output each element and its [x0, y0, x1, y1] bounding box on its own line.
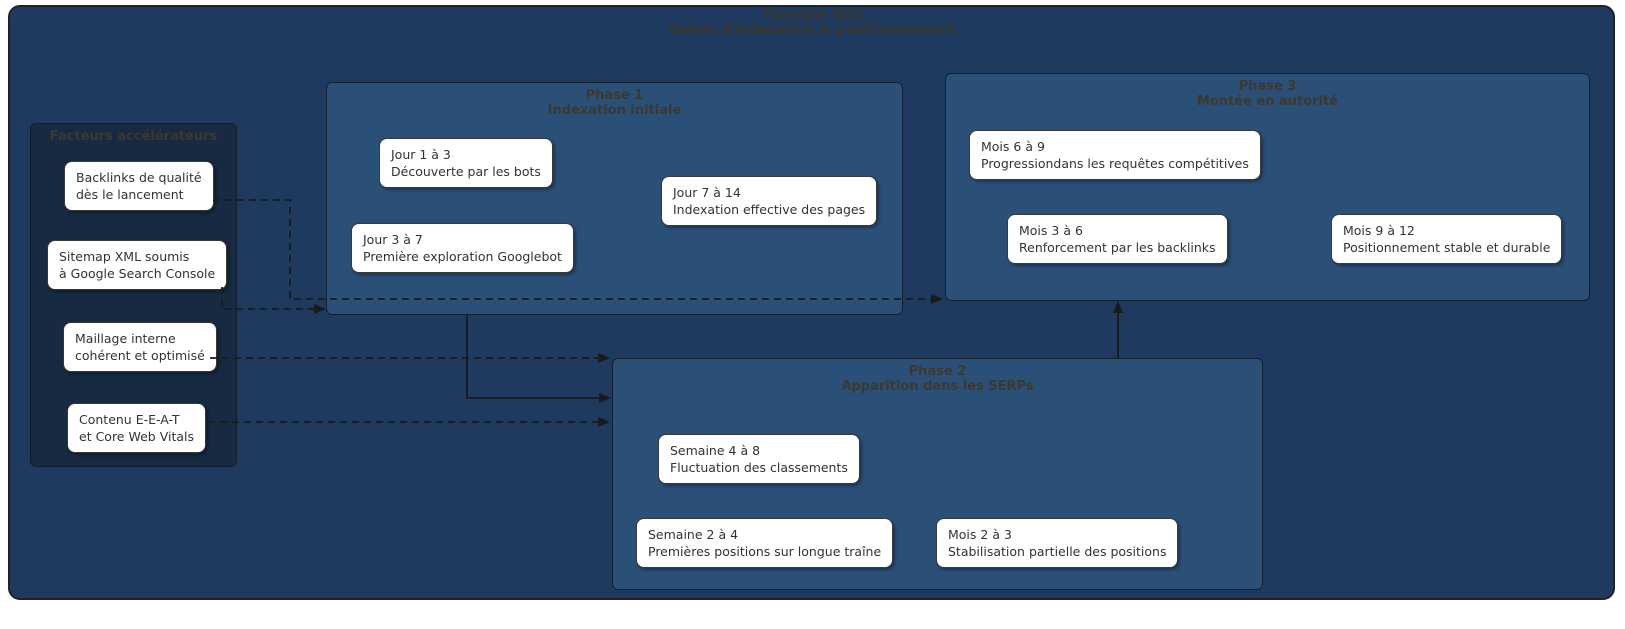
phase-1-title-block: Phase 1 Indexation initiale [327, 88, 902, 118]
phase-2-title-block: Phase 2 Apparition dans les SERPs [613, 364, 1262, 394]
phase-2-subtitle: Apparition dans les SERPs [841, 379, 1034, 394]
phase-1-title: Phase 1 [585, 88, 644, 103]
factors-panel: Facteurs accélérateurs Backlinks de qual… [30, 123, 237, 467]
factors-panel-title: Facteurs accélérateurs [49, 129, 218, 144]
card-label: Stabilisation partielle des positions [948, 544, 1167, 559]
card-period: Mois 9 à 12 [1343, 223, 1415, 238]
card-period: Jour 7 à 14 [673, 185, 741, 200]
card-mois-9-12: Mois 9 à 12 Positionnement stable et dur… [1331, 214, 1563, 264]
card-label: Progressiondans les requêtes compétitive… [981, 156, 1249, 171]
card-label: Positionnement stable et durable [1343, 240, 1551, 255]
factor-card-line1: Backlinks de qualité [76, 170, 202, 185]
card-period: Mois 3 à 6 [1019, 223, 1083, 238]
phase-3-subtitle: Montée en autorité [1196, 94, 1339, 109]
card-mois-6-9: Mois 6 à 9 Progressiondans les requêtes … [969, 130, 1261, 180]
card-label: Indexation effective des pages [673, 202, 866, 217]
card-jour-3-7: Jour 3 à 7 Première exploration Googlebo… [351, 223, 574, 273]
card-semaine-4-8: Semaine 4 à 8 Fluctuation des classement… [658, 434, 860, 484]
card-period: Semaine 2 à 4 [648, 527, 739, 542]
factor-card-line2: à Google Search Console [59, 266, 216, 281]
factor-card-contenu: Contenu E-E-A-T et Core Web Vitals [67, 403, 206, 453]
card-period: Semaine 4 à 8 [670, 443, 761, 458]
card-label: Premières positions sur longue traîne [648, 544, 882, 559]
phase-2-panel: Phase 2 Apparition dans les SERPs Semain… [612, 358, 1263, 590]
factor-card-line1: Contenu E-E-A-T [79, 412, 180, 427]
card-label: Première exploration Googlebot [363, 249, 562, 264]
factor-card-line1: Maillage interne [75, 331, 176, 346]
phase-3-panel: Phase 3 Montée en autorité Mois 6 à 9 Pr… [945, 73, 1590, 301]
diagram-title-block: Timeline SEO Délais d'indexation & posit… [0, 8, 1625, 38]
factor-card-line2: cohérent et optimisé [75, 348, 205, 363]
factor-card-sitemap: Sitemap XML soumis à Google Search Conso… [47, 240, 228, 290]
diagram-title: Timeline SEO [762, 7, 863, 23]
card-period: Jour 1 à 3 [391, 147, 451, 162]
phase-3-title: Phase 3 [1238, 79, 1297, 94]
card-period: Mois 2 à 3 [948, 527, 1012, 542]
card-jour-1-3: Jour 1 à 3 Découverte par les bots [379, 138, 553, 188]
factor-card-line1: Sitemap XML soumis [59, 249, 190, 264]
factor-card-line2: et Core Web Vitals [79, 429, 194, 444]
factor-card-line2: dès le lancement [76, 187, 184, 202]
card-label: Renforcement par les backlinks [1019, 240, 1216, 255]
card-mois-3-6: Mois 3 à 6 Renforcement par les backlink… [1007, 214, 1228, 264]
phase-2-title: Phase 2 [908, 364, 967, 379]
card-period: Mois 6 à 9 [981, 139, 1045, 154]
card-label: Découverte par les bots [391, 164, 541, 179]
factor-card-backlinks: Backlinks de qualité dès le lancement [64, 161, 214, 211]
phase-1-subtitle: Indexation initiale [547, 103, 682, 118]
card-semaine-2-4: Semaine 2 à 4 Premières positions sur lo… [636, 518, 894, 568]
phase-1-panel: Phase 1 Indexation initiale Jour 1 à 3 D… [326, 82, 903, 315]
card-label: Fluctuation des classements [670, 460, 848, 475]
phase-3-title-block: Phase 3 Montée en autorité [946, 79, 1589, 109]
card-mois-2-3: Mois 2 à 3 Stabilisation partielle des p… [936, 518, 1179, 568]
card-period: Jour 3 à 7 [363, 232, 423, 247]
card-jour-7-14: Jour 7 à 14 Indexation effective des pag… [661, 176, 878, 226]
diagram-subtitle: Délais d'indexation & positionnement [669, 22, 956, 38]
factor-card-maillage: Maillage interne cohérent et optimisé [63, 322, 217, 372]
